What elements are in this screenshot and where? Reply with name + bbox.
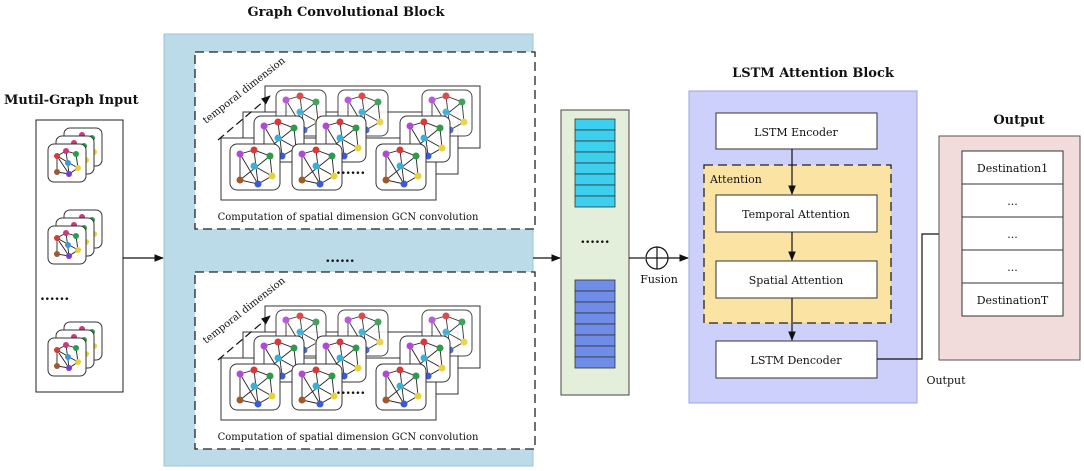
lstm-attention-block: LSTM Encoder Attention Temporal Attentio…: [688, 90, 918, 404]
output-title: Output: [993, 113, 1044, 128]
graph-convolutional-block: ...... temporal dimension Computation of…: [163, 33, 536, 467]
input-title: Mutil-Graph Input: [4, 93, 139, 108]
gcn-computation-label-bottom: Computation of spatial dimension GCN con…: [218, 432, 479, 443]
feature-cell: [574, 334, 616, 347]
gcn-title: Graph Convolutional Block: [248, 5, 446, 20]
spatial-attention-label: Spatial Attention: [749, 274, 843, 287]
graph-snapshot: [229, 143, 281, 191]
attention-container: [703, 164, 892, 324]
feature-cell: [574, 312, 616, 325]
lstm-title: LSTM Attention Block: [732, 66, 895, 81]
output-item-box: [961, 249, 1064, 284]
graph-snapshot: [375, 143, 427, 191]
graph-snapshot: [291, 363, 343, 411]
gcn-row-ellipsis: ......: [336, 162, 365, 178]
output-item-label: Destination1: [977, 162, 1048, 175]
gcn-row-ellipsis: ......: [336, 382, 365, 398]
feature-cell: [574, 173, 616, 186]
output-item-label: DestinationT: [977, 294, 1049, 307]
fusion-operator: [645, 246, 669, 270]
fusion-label: Fusion: [640, 273, 678, 286]
output-panel: Destination1......... DestinationT: [938, 135, 1081, 361]
output-item-box: [961, 282, 1064, 317]
feature-ellipsis: ......: [580, 231, 609, 247]
output-arrow-label: Output: [926, 374, 966, 387]
feature-cell: [574, 279, 616, 292]
feature-cell: [574, 301, 616, 314]
cyan-feature-vector: [574, 118, 616, 208]
graph-snapshot: [291, 143, 343, 191]
gcn-group-top: ...... temporal dimension Computation of…: [194, 51, 536, 230]
output-item-label: ...: [1007, 261, 1018, 274]
output-item-box: [961, 150, 1064, 185]
graph-snapshot: [375, 363, 427, 411]
gcn-computation-label-top: Computation of spatial dimension GCN con…: [218, 212, 479, 223]
lstm-decoder-label: LSTM Dencoder: [751, 354, 843, 367]
lstm-encoder-label: LSTM Encoder: [754, 126, 838, 139]
feature-cell: [574, 195, 616, 208]
output-item-box: [961, 183, 1064, 218]
gcn-group-bottom: ...... temporal dimension Computation of…: [194, 271, 536, 450]
feature-cell: [574, 290, 616, 303]
graph-snapshot: [229, 363, 281, 411]
spatial-attention-box: [715, 260, 878, 299]
multi-graph-input-panel: ......: [35, 119, 124, 393]
feature-cell: [574, 356, 616, 369]
feature-cell: [574, 118, 616, 131]
gcn-groups-ellipsis: ......: [325, 250, 354, 266]
lstm-encoder-box: [715, 112, 878, 150]
feature-cell: [574, 151, 616, 164]
feature-cell: [574, 162, 616, 175]
output-destination-list: Destination1......... DestinationT: [961, 150, 1064, 317]
temporal-attention-label: Temporal Attention: [742, 208, 850, 221]
feature-cell: [574, 129, 616, 142]
input-ellipsis: ......: [40, 288, 69, 304]
feature-cell: [574, 323, 616, 336]
feature-cell: [574, 345, 616, 358]
output-item-box: [961, 216, 1064, 251]
attention-label: Attention: [709, 173, 762, 186]
blue-feature-vector: [574, 279, 616, 369]
feature-cell: [574, 140, 616, 153]
output-item-label: ...: [1007, 195, 1018, 208]
output-item-label: ...: [1007, 228, 1018, 241]
temporal-attention-box: [715, 194, 878, 233]
feature-cell: [574, 184, 616, 197]
feature-vectors-panel: ......: [560, 109, 630, 396]
